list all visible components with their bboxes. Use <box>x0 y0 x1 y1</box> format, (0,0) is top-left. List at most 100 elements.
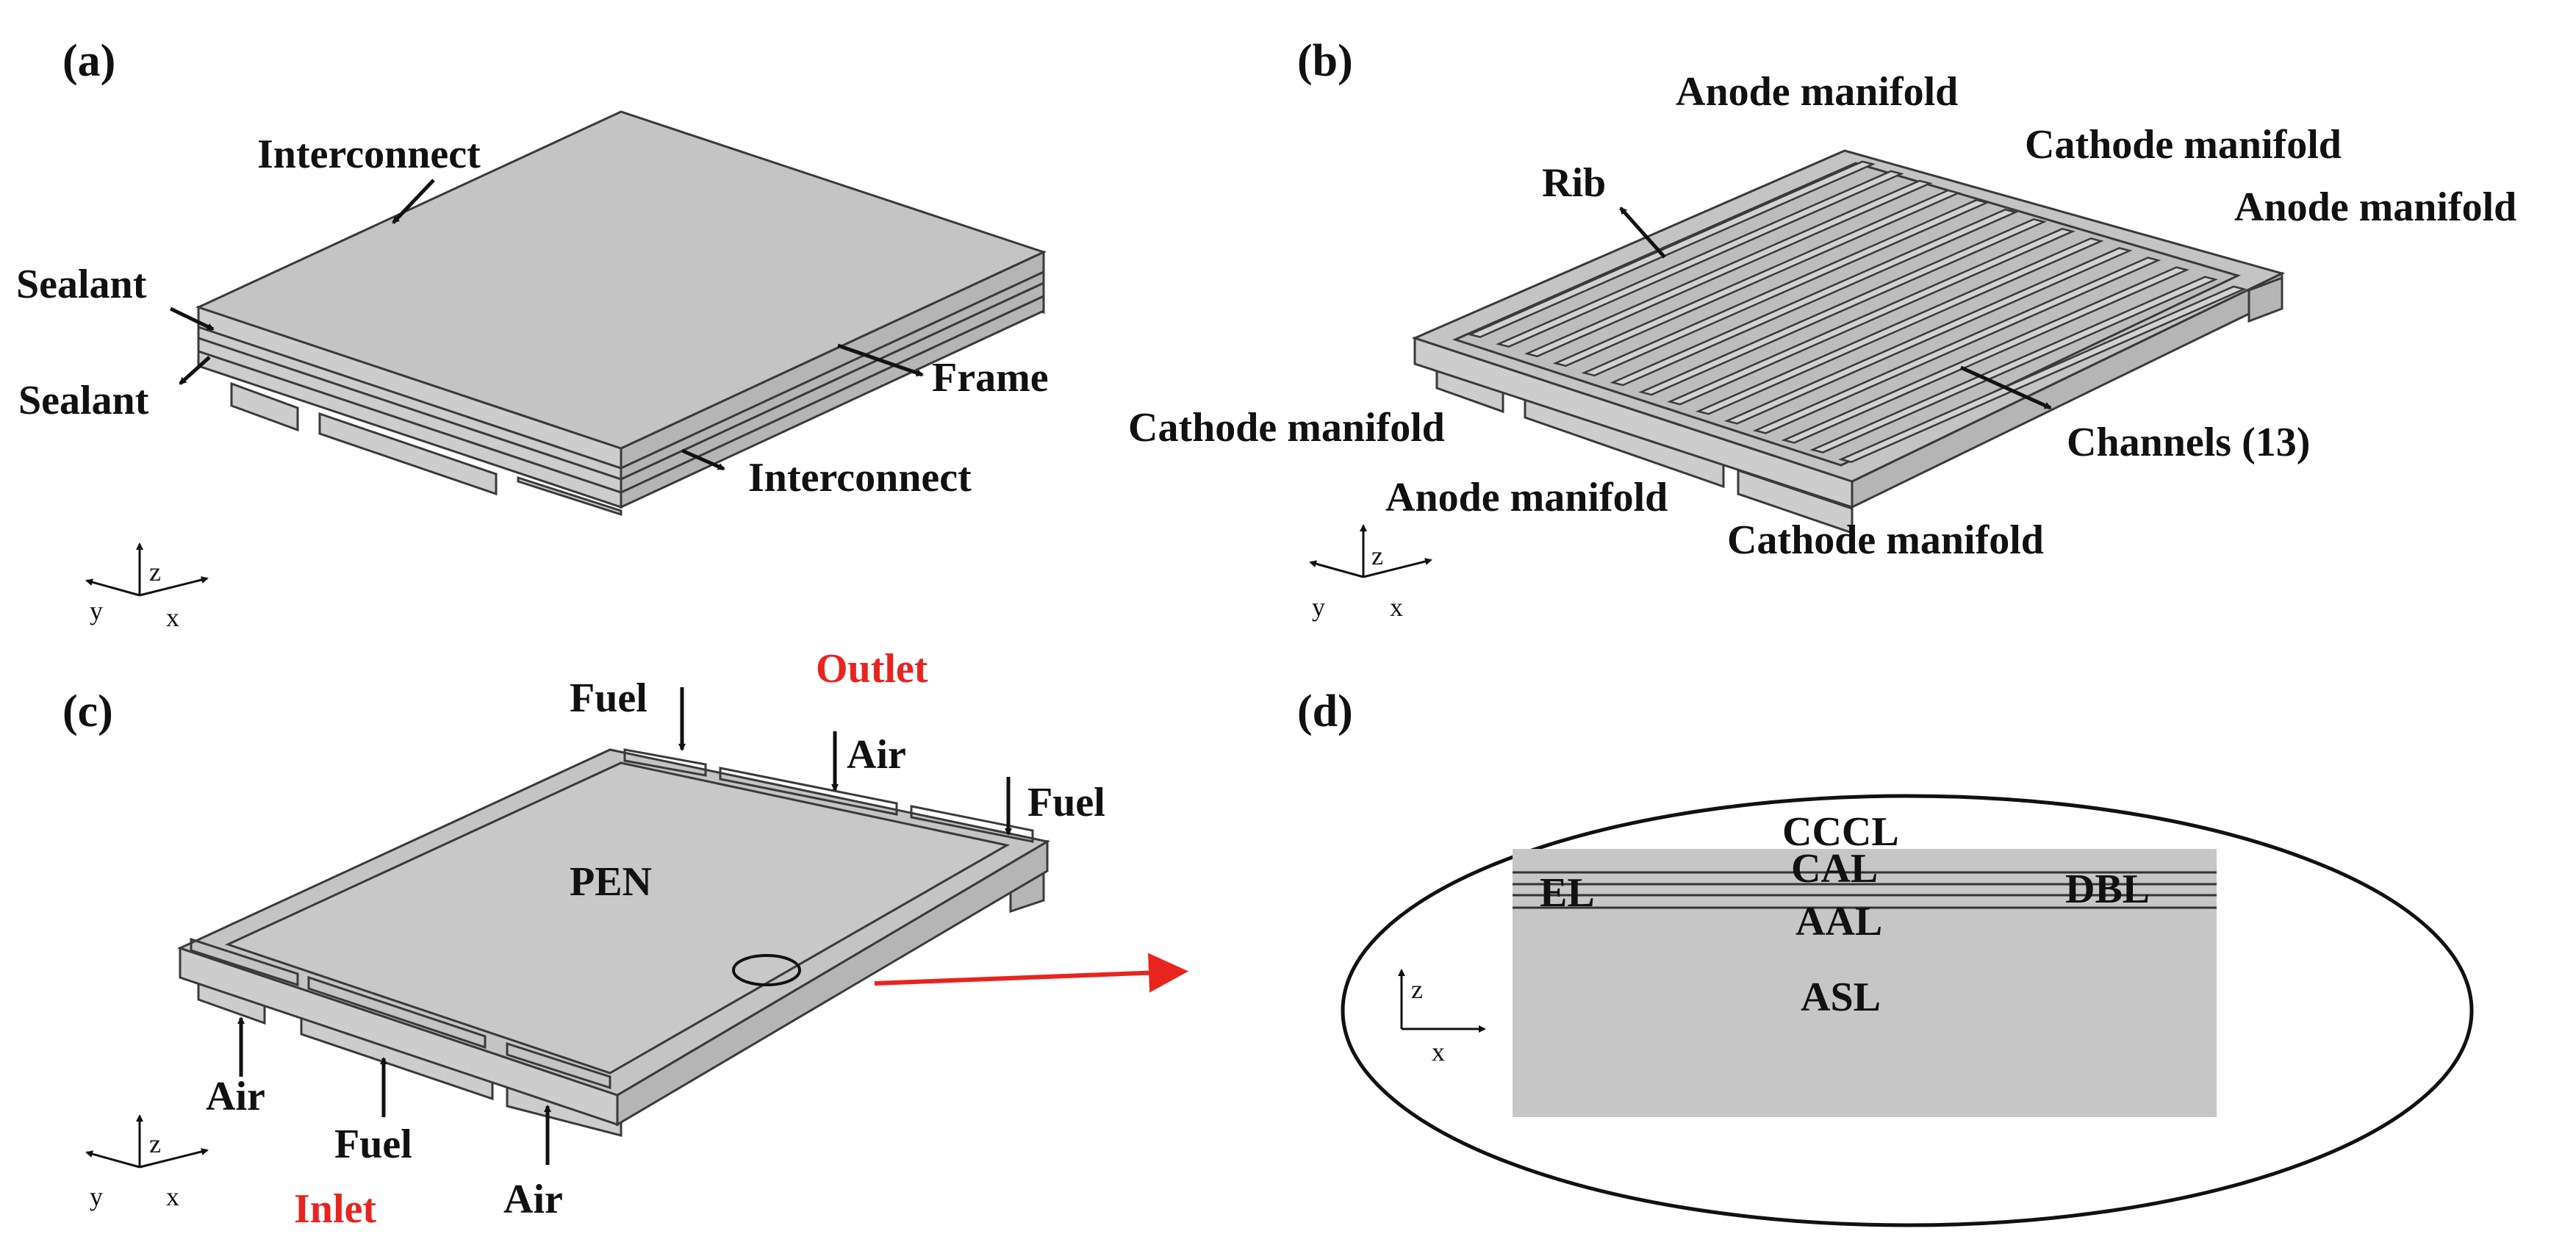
layer-line <box>198 270 1044 470</box>
rib-bar <box>1610 208 2019 387</box>
label-aal: AAL <box>1795 899 1882 944</box>
ribs <box>1467 160 2247 463</box>
axis-triad-c: z y x <box>85 1114 209 1211</box>
axis-triad-d: z x <box>1398 969 1486 1066</box>
label-outlet: Outlet <box>816 646 928 692</box>
arrow <box>169 306 215 331</box>
interconnect-stack-drawing <box>195 110 1047 517</box>
rib-bar <box>1496 170 1904 348</box>
arrow <box>681 448 725 471</box>
panel-c-tag: (c) <box>62 686 113 736</box>
y-axis-label: y <box>90 596 103 625</box>
label-anode-manifold-right: Anode manifold <box>2234 184 2516 230</box>
zoom-circle <box>732 954 801 986</box>
rib-bar <box>1838 285 2247 463</box>
foot-shape <box>230 381 299 432</box>
label-channels: Channels (13) <box>2067 420 2310 465</box>
foot-shape <box>318 412 498 496</box>
pen-face <box>224 761 1011 1075</box>
rib-bar <box>1467 160 1876 338</box>
layer-line <box>198 281 1044 481</box>
label-sealant-2: Sealant <box>18 378 149 423</box>
arrow <box>1959 365 2052 410</box>
manifold-slot <box>307 975 487 1050</box>
label-cathode-manifold-top: Cathode manifold <box>2025 122 2342 168</box>
panel-a-tag: (a) <box>62 36 115 86</box>
z-axis-label: z <box>149 557 161 587</box>
z-axis-label: z <box>1411 975 1423 1004</box>
z-axis-label: z <box>1371 541 1383 570</box>
label-cal: CAL <box>1791 846 1878 892</box>
arrow <box>392 179 435 224</box>
layer-line <box>198 295 1044 494</box>
y-axis-label: y <box>1312 592 1325 622</box>
rib-bar <box>1552 189 1962 367</box>
foot-shape <box>2247 276 2283 323</box>
stack-top-face <box>195 110 1047 450</box>
label-anode-manifold-bottom: Anode manifold <box>1385 475 1668 520</box>
manifold-slot <box>719 767 898 816</box>
arrow <box>837 343 924 377</box>
rib-bar <box>1667 228 2075 406</box>
label-interconnect-bottom: Interconnect <box>748 455 972 501</box>
arrow <box>179 356 211 385</box>
manifold-slot <box>910 805 1034 843</box>
z-axis-label: z <box>149 1129 161 1158</box>
rib-bar <box>1723 247 2133 425</box>
rib-bar <box>1695 237 2104 415</box>
label-air-bottom-left: Air <box>206 1074 265 1119</box>
x-axis <box>139 1148 209 1169</box>
x-axis <box>1363 558 1432 578</box>
x-axis <box>139 576 209 597</box>
label-frame: Frame <box>932 355 1049 401</box>
pen-drawing <box>176 748 1051 1137</box>
label-air-top: Air <box>847 732 906 778</box>
label-cathode-manifold-bottom: Cathode manifold <box>1727 517 2044 563</box>
panel-b: (b) Anode manifold Cathode manifold Anod… <box>1128 36 2516 622</box>
panel-c: (c) Outlet Fuel Air Fuel PEN Air <box>62 646 1188 1232</box>
label-fuel-bottom: Fuel <box>334 1122 412 1167</box>
panel-d-tag: (d) <box>1297 686 1353 736</box>
y-axis <box>85 1150 140 1169</box>
interconnect-channels-drawing <box>1411 149 2286 535</box>
cross-section <box>1513 849 2217 1117</box>
manifold-slot <box>190 937 299 987</box>
rib-bar <box>1781 266 2190 444</box>
y-axis <box>85 578 140 597</box>
label-fuel-top-left: Fuel <box>570 675 647 721</box>
rib-bar <box>1581 198 1990 377</box>
foot-shape <box>517 476 623 517</box>
panel-b-tag: (b) <box>1297 36 1353 86</box>
label-cathode-manifold-left: Cathode manifold <box>1128 405 1445 451</box>
label-rib: Rib <box>1542 160 1606 206</box>
label-pen: PEN <box>570 859 652 905</box>
manifold-slot <box>506 1041 611 1090</box>
label-inlet: Inlet <box>294 1186 376 1232</box>
rib-bar <box>1809 276 2219 453</box>
label-interconnect-top: Interconnect <box>257 132 481 177</box>
axis-triad-a: z y x <box>85 542 209 632</box>
arrow <box>1619 207 1666 259</box>
label-dbl: DBL <box>2065 867 2150 912</box>
foot-shape <box>1737 468 1854 535</box>
axis-triad-b: z y x <box>1309 524 1432 622</box>
x-axis-label: x <box>166 1182 179 1211</box>
x-axis-label: x <box>1432 1037 1445 1066</box>
label-cccl: CCCL <box>1782 809 1899 855</box>
rib-bar <box>1524 179 1933 358</box>
label-fuel-top-right: Fuel <box>1027 780 1105 825</box>
label-anode-manifold-top: Anode manifold <box>1676 69 1958 115</box>
y-axis <box>1309 560 1364 578</box>
label-air-bottom-right: Air <box>503 1177 563 1222</box>
x-axis-label: x <box>1390 592 1403 622</box>
zoom-arrow <box>874 953 1188 993</box>
y-axis-label: y <box>90 1182 103 1211</box>
x-axis-label: x <box>166 603 179 632</box>
label-asl: ASL <box>1801 975 1881 1020</box>
panel-a: (a) Interconnect Sealant Sealant Frame I… <box>16 36 1049 632</box>
manifold-slot <box>623 748 707 777</box>
panel-d: (d) CCCL CAL EL DBL AAL ASL z x <box>1297 686 2474 1227</box>
label-el: EL <box>1540 870 1595 916</box>
rib-bar <box>1752 257 2161 434</box>
